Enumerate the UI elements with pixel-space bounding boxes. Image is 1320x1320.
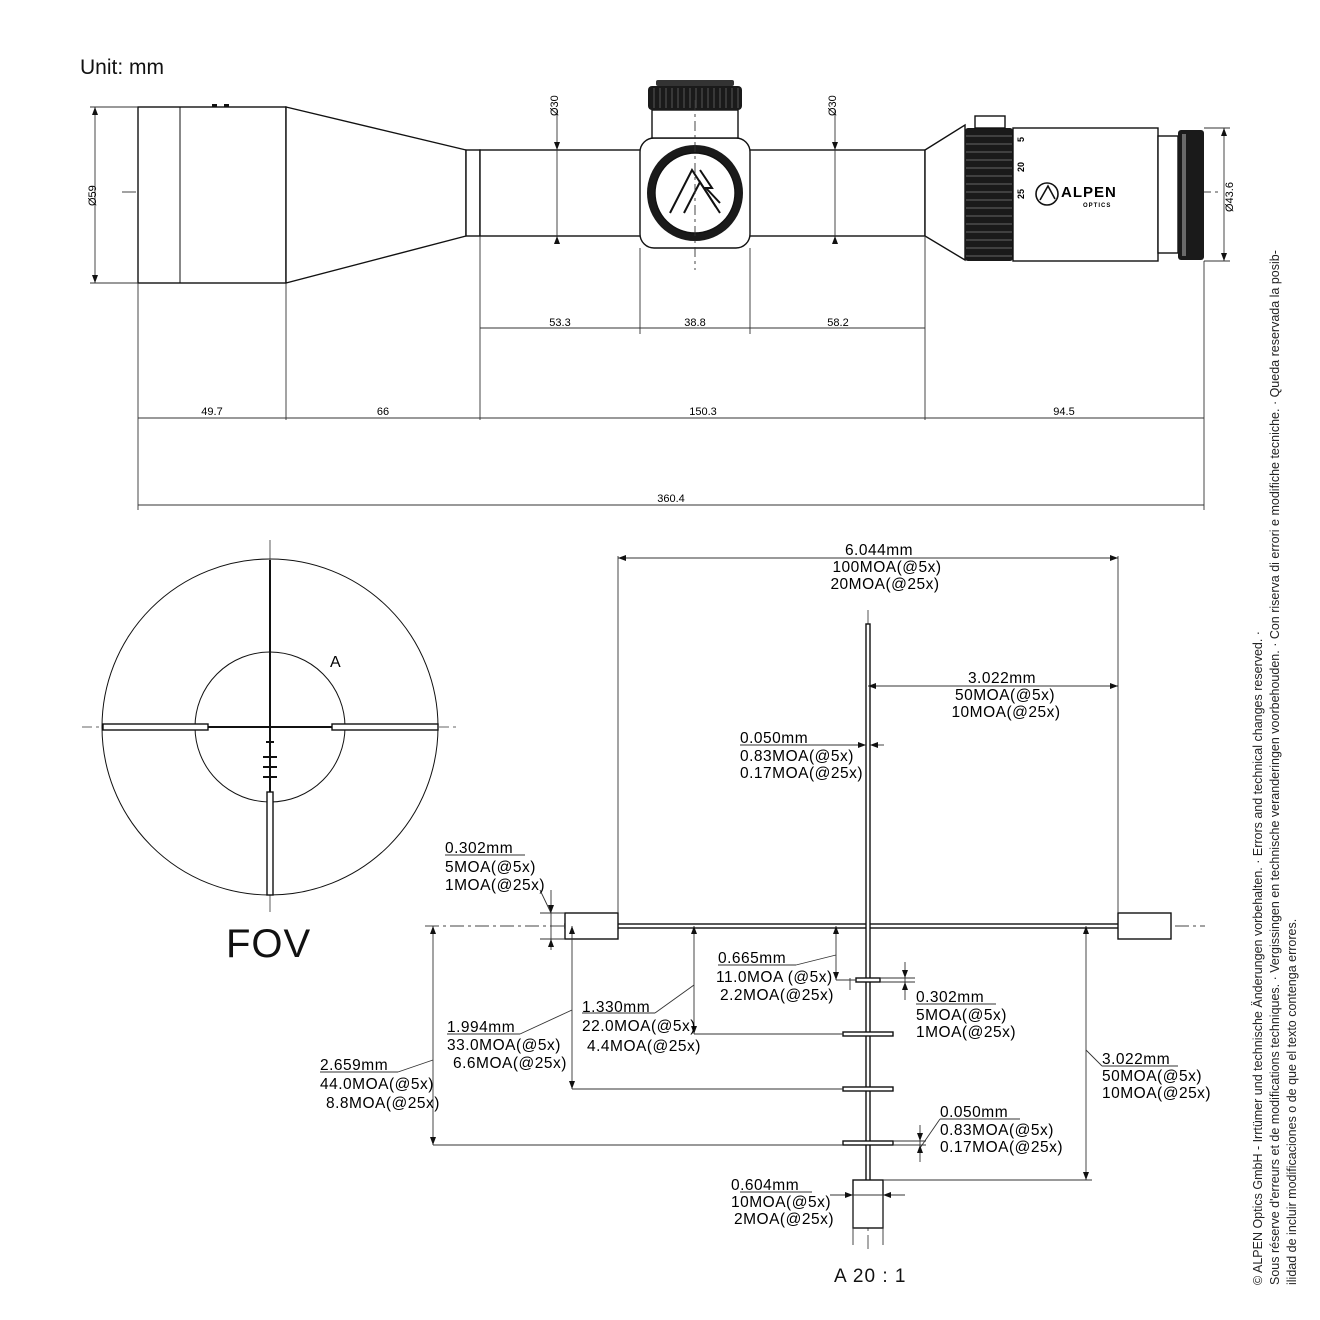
- reticle-hash: [855, 977, 881, 983]
- fov-title: FOV: [226, 922, 312, 966]
- hash-post-mm: 0.302mm: [916, 989, 984, 1006]
- hash-post-moa5: 5MOA(@5x): [916, 1007, 1007, 1024]
- hash-4-moa5: 44.0MOA(@5x): [320, 1076, 434, 1093]
- line-top-moa25: 0.17MOA(@25x): [740, 765, 863, 782]
- power-throw-lever: [974, 115, 1006, 129]
- hash-1-mm: 0.665mm: [718, 950, 786, 967]
- diameter-dimensions: [90, 100, 1230, 284]
- dim-turret-rear: 58.2: [827, 317, 848, 329]
- fov-left-post: [102, 723, 209, 731]
- dim-objective-length: 49.7: [201, 406, 222, 418]
- mag-number: 25: [1016, 189, 1026, 199]
- brand-name: ALPEN: [1061, 184, 1117, 201]
- unit-label: Unit: mm: [80, 56, 164, 79]
- objective-bell: [285, 106, 467, 284]
- hash-post-moa25: 1MOA(@25x): [916, 1024, 1016, 1041]
- fov-right-post: [331, 723, 439, 731]
- eyepiece-diameter: Ø43.6: [1224, 182, 1236, 212]
- objective-diameter: Ø59: [87, 185, 99, 206]
- detail-scale: A 20 : 1: [834, 1266, 907, 1287]
- hash-4-mm: 2.659mm: [320, 1057, 388, 1074]
- hash-2-mm: 1.330mm: [582, 999, 650, 1016]
- hash-3-moa5: 33.0MOA(@5x): [447, 1037, 561, 1054]
- right-drop-moa5: 50MOA(@5x): [1102, 1068, 1202, 1085]
- reticle-detail: 6.044mm 100MOA(@5x) 20MOA(@25x) 3.022mm …: [320, 542, 1211, 1250]
- post-height-moa5: 5MOA(@5x): [445, 859, 536, 876]
- brand-sub: OPTICS: [1083, 203, 1111, 209]
- hash-3-mm: 1.994mm: [447, 1019, 515, 1036]
- right-drop-mm: 3.022mm: [1102, 1051, 1170, 1068]
- objective-mark: [224, 104, 229, 107]
- diopter-ring-highlight: [1182, 134, 1186, 256]
- power-ring: [965, 128, 1013, 261]
- objective-housing: [137, 106, 287, 284]
- half-span-moa5: 50MOA(@5x): [955, 687, 1055, 704]
- legal-notice: © ALPEN Optics GmbH - Irrtümer und techn…: [1250, 35, 1301, 1285]
- half-span-mm: 3.022mm: [968, 670, 1036, 687]
- tube-diameter-rear: Ø30: [827, 95, 839, 116]
- top-span-moa5: 100MOA(@5x): [832, 559, 941, 576]
- fov-detail-label: A: [330, 654, 341, 671]
- hash-2-moa5: 22.0MOA(@5x): [582, 1018, 696, 1035]
- eyepiece-transition: [924, 123, 966, 262]
- line-bottom-moa25: 0.17MOA(@25x): [940, 1139, 1063, 1156]
- brand-logo-icon: [669, 168, 721, 214]
- dim-turret-width: 38.8: [684, 317, 705, 329]
- bottom-post-moa5: 10MOA(@5x): [731, 1194, 831, 1211]
- hash-1-moa25: 2.2MOA(@25x): [720, 987, 834, 1004]
- legal-line: © ALPEN Optics GmbH - Irrtümer und techn…: [1251, 631, 1265, 1285]
- mag-number: 5: [1016, 137, 1026, 142]
- reticle-hash: [842, 1086, 894, 1092]
- eyepiece-logo-icon: [1035, 182, 1059, 206]
- hash-4-moa25: 8.8MOA(@25x): [326, 1095, 440, 1112]
- line-top-moa5: 0.83MOA(@5x): [740, 748, 854, 765]
- objective-mark: [212, 104, 217, 107]
- dim-turret-front: 53.3: [549, 317, 570, 329]
- reticle-hash: [842, 1031, 894, 1037]
- reticle-right-post: [1117, 912, 1172, 940]
- reticle-left-post: [564, 912, 619, 940]
- eyepiece-step: [1157, 135, 1179, 254]
- fov-bottom-post: [266, 791, 274, 896]
- elevation-turret-top: [656, 80, 734, 86]
- line-top-mm: 0.050mm: [740, 730, 808, 747]
- dim-total-length: 360.4: [657, 493, 685, 505]
- hash-3-moa25: 6.6MOA(@25x): [453, 1055, 567, 1072]
- bottom-post-mm: 0.604mm: [731, 1177, 799, 1194]
- post-height-mm: 0.302mm: [445, 840, 513, 857]
- mag-number: 20: [1016, 162, 1026, 172]
- line-bottom-moa5: 0.83MOA(@5x): [940, 1122, 1054, 1139]
- half-span-moa25: 10MOA(@25x): [951, 704, 1060, 721]
- post-height-moa25: 1MOA(@25x): [445, 877, 545, 894]
- hash-1-moa5: 11.0MOA (@5x): [716, 969, 833, 986]
- reticle-bottom-post: [852, 1179, 884, 1229]
- dim-ocular-length: 94.5: [1053, 406, 1074, 418]
- legal-line: Sous réserve d'erreurs et de modificatio…: [1268, 250, 1282, 1285]
- length-dimensions: [137, 236, 1205, 510]
- top-span-moa25: 20MOA(@25x): [830, 576, 939, 593]
- hash-2-moa25: 4.4MOA(@25x): [587, 1038, 701, 1055]
- tube-diameter-front: Ø30: [549, 95, 561, 116]
- scope-side-view: 5 20 25 ALPEN OPTICS: [87, 80, 1236, 510]
- line-bottom-mm: 0.050mm: [940, 1104, 1008, 1121]
- right-drop-moa25: 10MOA(@25x): [1102, 1085, 1211, 1102]
- bottom-post-moa25: 2MOA(@25x): [734, 1211, 834, 1228]
- top-span-mm: 6.044mm: [845, 542, 913, 559]
- dim-bell-length: 66: [377, 406, 389, 418]
- diopter-ring: [1178, 130, 1204, 260]
- dim-tube-length: 150.3: [689, 406, 717, 418]
- reticle-hash: [842, 1140, 894, 1146]
- legal-line: ilidad de incluir modificaciones o de qu…: [1285, 918, 1299, 1285]
- fov-reticle: A: [82, 540, 458, 912]
- bell-ring: [465, 149, 481, 237]
- eyepiece-housing: [1012, 127, 1159, 262]
